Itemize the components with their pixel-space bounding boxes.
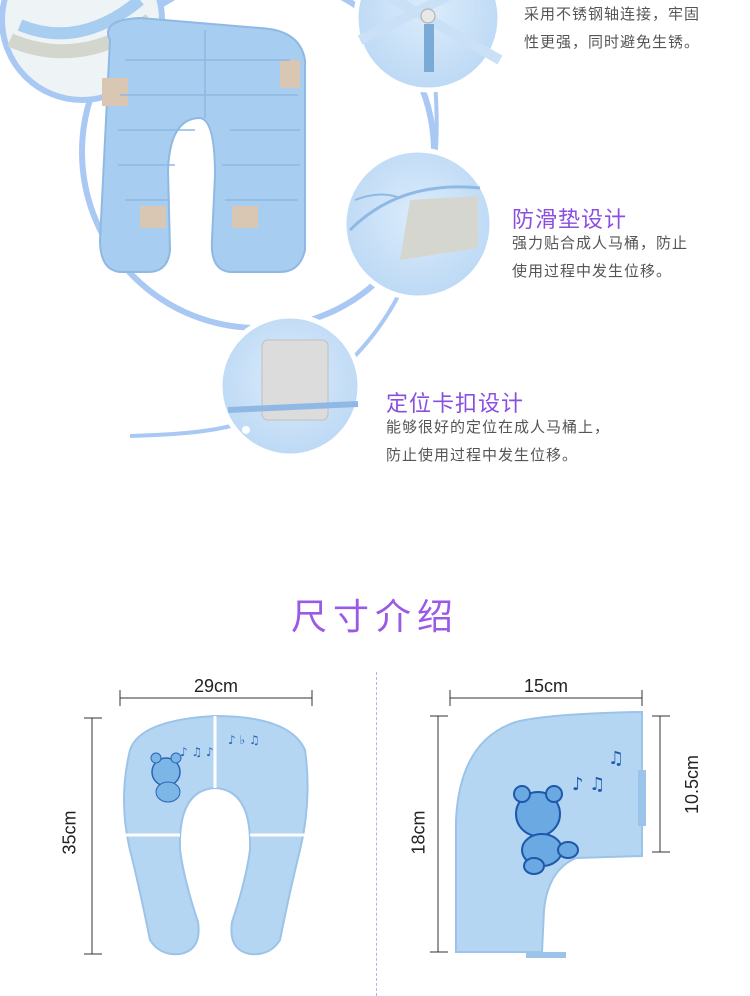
size-section-title: 尺寸介绍 <box>290 597 459 638</box>
feature-3-line-2: 防止使用过程中发生位移。 <box>386 446 579 464</box>
unfolded-width-label: 29cm <box>194 676 239 696</box>
feature-2-title: 防滑垫设计 <box>512 208 628 233</box>
feature-illustration <box>0 0 503 456</box>
feature-3-title: 定位卡扣设计 <box>386 392 525 417</box>
feature-1-line-2: 性更强，同时避免生锈。 <box>524 33 701 51</box>
section-divider <box>376 672 377 996</box>
feature-2-line-2: 使用过程中发生位移。 <box>512 262 673 280</box>
unfolded-height-label: 35cm <box>59 810 80 855</box>
folded-seat-diagram: ♪ ♫ ♫ <box>430 690 670 958</box>
unfolded-seat-diagram: ♪ ♫ ♪ ♪ ♭ ♫ <box>84 690 313 956</box>
feature-2-line-1: 强力贴合成人马桶，防止 <box>512 234 689 252</box>
svg-text:♪ ♫: ♪ ♫ <box>572 774 605 795</box>
svg-text:♪ ♫ ♪: ♪ ♫ ♪ <box>180 745 214 759</box>
folded-width-label: 15cm <box>524 676 569 696</box>
feature-1-line-1: 采用不锈钢轴连接，牢固 <box>524 5 701 23</box>
svg-text:♪ ♭ ♫: ♪ ♭ ♫ <box>228 733 260 747</box>
svg-text:♫: ♫ <box>608 748 624 769</box>
feature-3-line-1: 能够很好的定位在成人马桶上， <box>386 418 611 436</box>
folded-height-label: 18cm <box>408 810 429 855</box>
folded-depth-label: 10.5cm <box>682 754 703 815</box>
